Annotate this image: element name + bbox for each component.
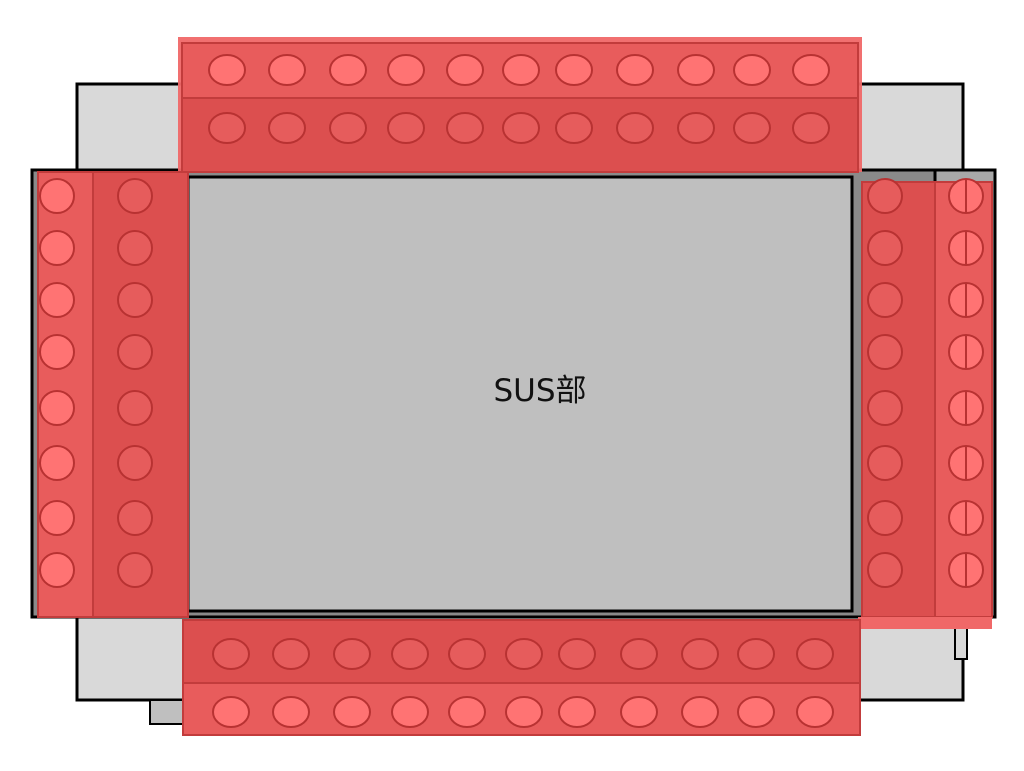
hole-icon — [867, 334, 903, 370]
hole-icon — [391, 696, 429, 728]
hole-icon — [117, 445, 153, 481]
hole-icon — [620, 696, 658, 728]
holes — [39, 54, 984, 728]
hole-icon — [333, 696, 371, 728]
hole-icon — [212, 696, 250, 728]
hole-icon — [867, 230, 903, 266]
hole-icon — [268, 112, 306, 144]
hole-icon — [39, 445, 75, 481]
hole-icon — [329, 54, 367, 86]
hole-icon — [39, 500, 75, 536]
hole-icon — [505, 638, 543, 670]
hole-icon — [446, 112, 484, 144]
hole-icon — [272, 696, 310, 728]
hole-icon — [448, 638, 486, 670]
hole-icon — [733, 54, 771, 86]
hole-icon — [677, 112, 715, 144]
right-band-edge — [858, 617, 992, 629]
hole-icon — [796, 638, 834, 670]
hole-icon — [737, 696, 775, 728]
hole-icon — [867, 390, 903, 426]
hole-icon — [792, 112, 830, 144]
hole-icon — [867, 500, 903, 536]
hole-icon — [117, 230, 153, 266]
hole-icon — [268, 54, 306, 86]
hole-icon — [117, 500, 153, 536]
hole-icon — [620, 638, 658, 670]
hole-icon — [212, 638, 250, 670]
hole-icon — [505, 696, 543, 728]
hole-icon — [39, 178, 75, 214]
hole-icon — [677, 54, 715, 86]
hole-icon — [867, 552, 903, 588]
hole-icon — [387, 112, 425, 144]
hole-icon — [387, 54, 425, 86]
hole-icon — [867, 445, 903, 481]
hole-icon — [796, 696, 834, 728]
hole-icon — [681, 696, 719, 728]
hole-icon — [272, 638, 310, 670]
sus-part — [186, 175, 854, 613]
hole-icon — [558, 696, 596, 728]
hole-icon — [558, 638, 596, 670]
hole-icon — [616, 112, 654, 144]
hole-icon — [117, 282, 153, 318]
hole-icon — [616, 54, 654, 86]
hole-icon — [208, 54, 246, 86]
hole-icon — [446, 54, 484, 86]
hole-icon — [737, 638, 775, 670]
hole-icon — [117, 390, 153, 426]
hole-icon — [333, 638, 371, 670]
hole-icon — [733, 112, 771, 144]
hole-icon — [117, 552, 153, 588]
hole-icon — [448, 696, 486, 728]
hole-icon — [502, 112, 540, 144]
hole-icon — [329, 112, 367, 144]
hole-icon — [681, 638, 719, 670]
hole-icon — [555, 54, 593, 86]
hole-icon — [208, 112, 246, 144]
hole-icon — [39, 282, 75, 318]
hole-icon — [792, 54, 830, 86]
hole-icon — [867, 178, 903, 214]
hole-icon — [117, 178, 153, 214]
hole-icon — [39, 552, 75, 588]
hole-icon — [502, 54, 540, 86]
hole-icon — [391, 638, 429, 670]
sus-part-label: SUS部 — [493, 373, 586, 409]
hole-icon — [117, 334, 153, 370]
hole-icon — [555, 112, 593, 144]
hole-icon — [867, 282, 903, 318]
hole-icon — [39, 334, 75, 370]
hole-icon — [39, 230, 75, 266]
hole-icon — [39, 390, 75, 426]
